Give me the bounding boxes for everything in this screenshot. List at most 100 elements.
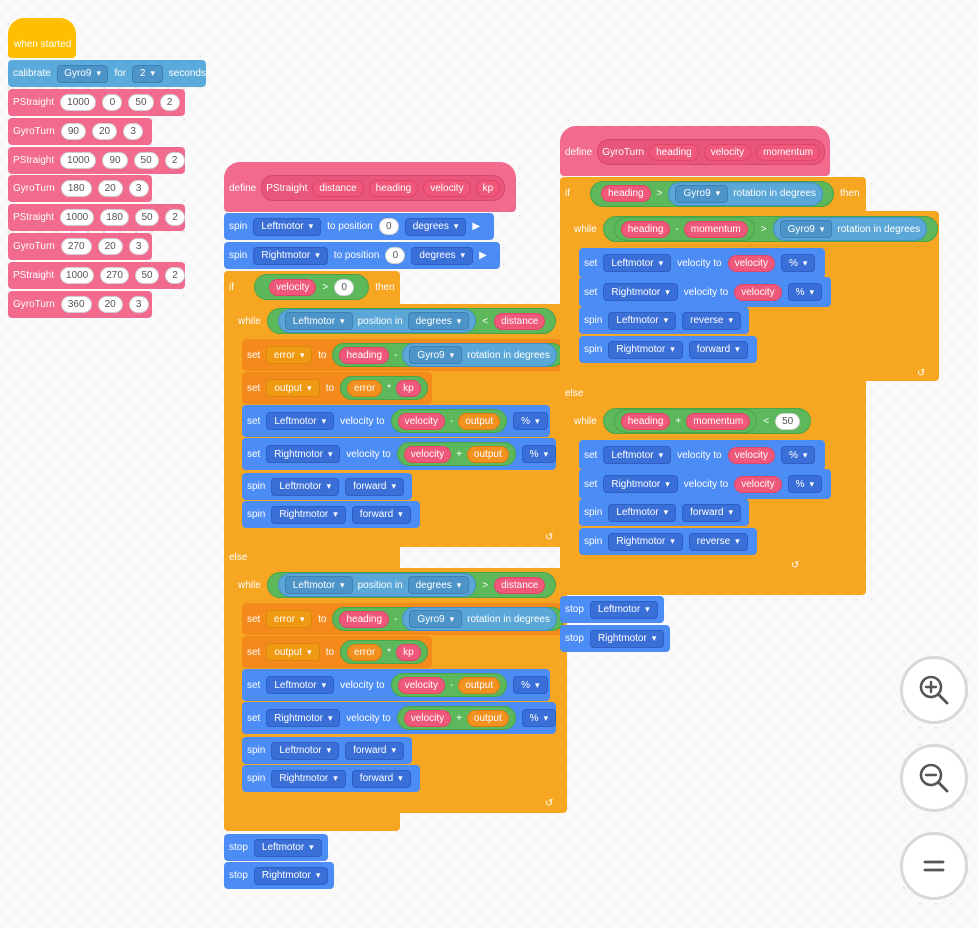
position-input[interactable]: 0 xyxy=(378,218,399,235)
argument-input[interactable]: 3 xyxy=(128,295,149,313)
position-reporter[interactable]: Leftmotor position in degrees xyxy=(277,309,477,333)
variable-dropdown[interactable]: output xyxy=(266,643,320,661)
motor-dropdown[interactable]: Rightmotor xyxy=(253,246,328,265)
argument-input[interactable]: 1000 xyxy=(60,151,97,169)
motor-dropdown[interactable]: Rightmotor xyxy=(266,709,341,727)
momentum-reporter[interactable]: momentum xyxy=(683,220,748,238)
velocity-plus-output[interactable]: velocity + output xyxy=(396,442,516,466)
gt-spin-left-reverse[interactable]: spin Leftmotor reverse xyxy=(579,307,749,334)
direction-dropdown[interactable]: forward xyxy=(682,503,742,522)
argument-input[interactable]: 270 xyxy=(100,266,130,284)
param-heading[interactable]: heading xyxy=(368,179,419,197)
motor-dropdown[interactable]: Leftmotor xyxy=(603,446,672,464)
calibrate-block[interactable]: calibrate Gyro9 for 2 seconds xyxy=(8,60,206,87)
gt-stop-left[interactable]: stop Leftmotor xyxy=(560,596,664,623)
heading-reporter[interactable]: heading xyxy=(339,610,390,628)
variable-dropdown[interactable]: error xyxy=(266,346,313,364)
heading-reporter[interactable]: heading xyxy=(339,346,390,364)
fifty-input[interactable]: 50 xyxy=(775,412,801,430)
motor-dropdown[interactable]: Rightmotor xyxy=(608,340,683,359)
motor-dropdown[interactable]: Rightmotor xyxy=(608,532,683,551)
argument-input[interactable]: 50 xyxy=(133,151,159,169)
zoom-reset-button[interactable] xyxy=(900,832,968,900)
position-input[interactable]: 0 xyxy=(385,247,406,264)
unit-dropdown[interactable]: % xyxy=(780,254,816,272)
argument-input[interactable]: 180 xyxy=(100,209,130,227)
heading-minus-rotation[interactable]: heading - Gyro9 rotation in degrees xyxy=(332,343,564,367)
error-times-kp[interactable]: error * kp xyxy=(340,640,428,664)
rotation-reporter[interactable]: Gyro9 rotation in degrees xyxy=(668,181,824,206)
zero-input[interactable]: 0 xyxy=(334,278,355,296)
rotation-reporter[interactable]: Gyro9 rotation in degrees xyxy=(402,343,557,367)
rotation-reporter[interactable]: Gyro9 rotation in degrees xyxy=(402,607,557,631)
sum-lt-fifty-condition[interactable]: heading + momentum < 50 xyxy=(602,408,812,434)
argument-input[interactable]: 2 xyxy=(164,151,185,169)
param-distance[interactable]: distance xyxy=(312,179,364,197)
unit-dropdown[interactable]: % xyxy=(780,446,816,464)
argument-input[interactable]: 3 xyxy=(128,180,149,198)
gt-spin-right-forward[interactable]: spin Rightmotor forward xyxy=(579,336,757,363)
velocity-reporter[interactable]: velocity xyxy=(269,278,317,296)
gyro-dropdown[interactable]: Gyro9 xyxy=(779,220,833,238)
spin-right-forward-block[interactable]: spin Rightmotor forward xyxy=(242,501,420,528)
set-left-velocity-block-2[interactable]: set Leftmotor velocity to velocity - out… xyxy=(242,669,550,701)
velocity-reporter[interactable]: velocity xyxy=(727,446,775,464)
degrees-dropdown[interactable]: degrees xyxy=(407,576,470,594)
spin-left-to-position-block[interactable]: spin Leftmotor to position 0 degrees ▶ xyxy=(224,213,494,240)
velocity-minus-output[interactable]: velocity - output xyxy=(390,409,508,433)
degrees-dropdown[interactable]: degrees xyxy=(404,217,467,236)
param-velocity[interactable]: velocity xyxy=(423,179,471,197)
define-pstraight-hat[interactable]: define PStraight distance heading veloci… xyxy=(224,162,516,212)
momentum-reporter[interactable]: momentum xyxy=(686,412,751,430)
motor-dropdown[interactable]: Leftmotor xyxy=(253,838,322,857)
argument-input[interactable]: 20 xyxy=(92,122,118,140)
gt-set-left-velocity[interactable]: set Leftmotor velocity to velocity % xyxy=(579,248,825,278)
argument-input[interactable]: 20 xyxy=(97,180,123,198)
seconds-dropdown[interactable]: 2 xyxy=(132,64,163,83)
gt-set-right-velocity-2[interactable]: set Rightmotor velocity to velocity % xyxy=(579,469,831,499)
argument-input[interactable]: 2 xyxy=(165,266,185,284)
set-output-block[interactable]: set output to error * kp xyxy=(242,372,432,404)
velocity-gt-zero-condition[interactable]: velocity > 0 xyxy=(254,274,370,300)
gt-set-left-velocity-2[interactable]: set Leftmotor velocity to velocity % xyxy=(579,440,825,470)
argument-input[interactable]: 1000 xyxy=(60,266,95,284)
argument-input[interactable]: 2 xyxy=(159,94,180,111)
stop-right-block[interactable]: stop Rightmotor xyxy=(224,862,334,889)
velocity-reporter[interactable]: velocity xyxy=(734,475,782,493)
velocity-plus-output[interactable]: velocity + output xyxy=(396,706,516,730)
velocity-reporter[interactable]: velocity xyxy=(403,445,452,463)
gyro-dropdown[interactable]: Gyro9 xyxy=(409,346,463,364)
motor-dropdown[interactable]: Rightmotor xyxy=(603,283,678,301)
argument-input[interactable]: 90 xyxy=(102,151,128,169)
motor-dropdown[interactable]: Leftmotor xyxy=(608,503,677,522)
gt-spin-right-reverse[interactable]: spin Rightmotor reverse xyxy=(579,528,757,555)
zoom-in-button[interactable] xyxy=(900,656,968,724)
output-reporter[interactable]: output xyxy=(466,709,509,727)
position-lt-distance-condition[interactable]: Leftmotor position in degrees < distance xyxy=(266,308,557,334)
gt-spin-left-forward[interactable]: spin Leftmotor forward xyxy=(579,499,749,526)
motor-dropdown[interactable]: Leftmotor xyxy=(266,412,335,430)
param-heading[interactable]: heading xyxy=(649,143,699,161)
argument-input[interactable]: 50 xyxy=(135,209,159,227)
zoom-out-button[interactable] xyxy=(900,744,968,812)
spin-left-forward-block[interactable]: spin Leftmotor forward xyxy=(242,473,412,500)
set-right-velocity-block[interactable]: set Rightmotor velocity to velocity + ou… xyxy=(242,438,556,470)
velocity-reporter[interactable]: velocity xyxy=(397,412,445,430)
direction-dropdown[interactable]: forward xyxy=(351,505,411,524)
argument-input[interactable]: 1000 xyxy=(60,209,95,227)
distance-reporter[interactable]: distance xyxy=(494,576,546,594)
output-reporter[interactable]: output xyxy=(458,676,501,694)
motor-dropdown[interactable]: Leftmotor xyxy=(284,576,353,594)
heading-minus-momentum[interactable]: heading - momentum xyxy=(613,217,755,241)
argument-input[interactable]: 270 xyxy=(60,238,92,255)
motor-dropdown[interactable]: Leftmotor xyxy=(271,741,340,760)
stop-left-block[interactable]: stop Leftmotor xyxy=(224,834,328,861)
gyro-dropdown[interactable]: Gyro9 xyxy=(675,184,729,203)
argument-input[interactable]: 20 xyxy=(97,295,123,313)
param-momentum[interactable]: momentum xyxy=(756,143,821,161)
motor-dropdown[interactable]: Leftmotor xyxy=(603,254,672,272)
set-right-velocity-block-2[interactable]: set Rightmotor velocity to velocity + ou… xyxy=(242,702,556,734)
